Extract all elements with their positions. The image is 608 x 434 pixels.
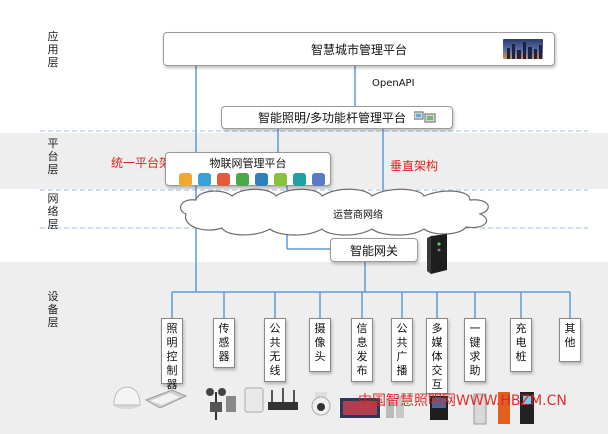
cloud-shape — [179, 188, 489, 236]
display-screen-icon — [340, 398, 380, 418]
home-icon — [217, 173, 230, 186]
wireless-ap-icon — [244, 387, 298, 413]
dome-camera-icon — [311, 392, 331, 416]
speaker-icon — [386, 396, 404, 418]
monitor-screens-icon — [413, 111, 436, 125]
device-label: 信息发布 — [356, 322, 368, 377]
charger-icon — [312, 173, 325, 186]
lamp-icon — [179, 173, 192, 186]
device-other: 其他 — [559, 318, 581, 362]
lighting-platform-box: 智能照明/多功能杆管理平台 — [221, 106, 453, 129]
kiosk-icon — [430, 396, 448, 420]
device-label: 一键求助 — [469, 322, 481, 377]
layer-label-device: 设备层 — [47, 290, 59, 329]
iot-platform-box: 物联网管理平台 — [165, 152, 331, 186]
charger-pile-icon — [498, 392, 534, 424]
camera-icon — [293, 173, 306, 186]
city-skyline-icon — [503, 39, 543, 59]
device-label: 照明控制器 — [166, 322, 178, 391]
street-light-icon — [144, 389, 188, 409]
device-public-broadcast: 公共广播 — [391, 318, 413, 382]
sensor-icon — [198, 173, 211, 186]
device-drops — [171, 292, 571, 318]
phone-icon — [274, 173, 287, 186]
device-lighting-controller: 照明控制器 — [161, 318, 183, 391]
iot-icon-row — [173, 173, 325, 186]
weather-station-icon — [206, 388, 236, 420]
smart-city-platform-box: 智慧城市管理平台 — [163, 32, 555, 66]
device-label: 多媒体交互 — [431, 322, 443, 391]
device-charging-pile: 充电桩 — [510, 318, 532, 372]
device-multimedia: 多媒体交互 — [426, 318, 448, 394]
smart-city-platform-label: 智慧城市管理平台 — [310, 42, 407, 57]
watermark-text: 中国智慧照明网WWW.HBZM.CN — [358, 393, 567, 409]
vertical-arch-label: 垂直架构 — [390, 159, 439, 173]
device-label: 公共广播 — [396, 322, 408, 377]
layer-label-network: 网络层 — [47, 192, 59, 231]
display-icon — [255, 173, 268, 186]
device-label: 充电桩 — [515, 322, 527, 363]
iot-platform-label: 物联网管理平台 — [209, 157, 287, 170]
gateway-box: 智能网关 — [330, 238, 418, 262]
device-label: 其他 — [564, 322, 576, 349]
carrier-network-label: 运营商网络 — [333, 210, 383, 221]
device-label: 摄像头 — [314, 322, 326, 363]
device-label: 传感器 — [218, 322, 230, 363]
device-public-wireless: 公共无线 — [264, 318, 286, 382]
device-label: 公共无线 — [269, 322, 281, 377]
device-sos-button: 一键求助 — [464, 318, 486, 382]
layer-label-application: 应用层 — [47, 30, 59, 69]
gateway-label: 智能网关 — [349, 243, 398, 258]
wifi-icon — [236, 173, 249, 186]
openapi-label: OpenAPI — [372, 78, 415, 89]
gateway-device-icon — [427, 234, 449, 274]
round-sensor-icon — [113, 386, 141, 409]
layer-label-platform: 平台层 — [47, 137, 59, 176]
device-info-publish: 信息发布 — [351, 318, 373, 382]
sos-pole-icon — [473, 393, 487, 425]
device-sensor: 传感器 — [213, 318, 235, 368]
device-camera: 摄像头 — [309, 318, 331, 372]
lighting-platform-label: 智能照明/多功能杆管理平台 — [258, 111, 407, 125]
